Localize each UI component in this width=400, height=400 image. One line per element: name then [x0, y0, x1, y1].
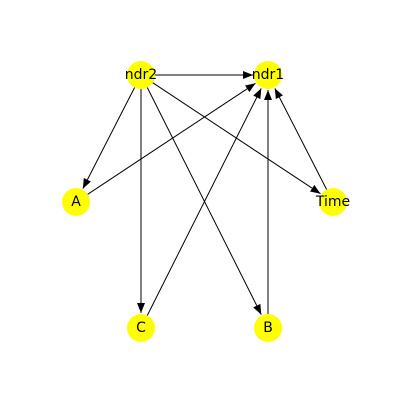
node-circle-b: [254, 314, 282, 342]
node-label-b: B: [263, 320, 273, 336]
node-circle-time: [319, 188, 347, 216]
edge-c-to-ndr1: [146, 88, 262, 316]
node-b: B: [254, 314, 282, 342]
node-ndr2: ndr2: [125, 61, 157, 89]
node-time: Time: [315, 188, 350, 216]
edges-layer: [82, 71, 328, 316]
node-circle-a: [62, 188, 90, 216]
node-circle-ndr1: [254, 61, 282, 89]
node-c: C: [127, 314, 155, 342]
edge-ndr2-to-a: [82, 87, 136, 189]
node-label-ndr1: ndr1: [252, 67, 284, 83]
node-label-a: A: [71, 194, 81, 210]
node-label-ndr2: ndr2: [125, 67, 157, 83]
edge-time-to-ndr1: [274, 88, 328, 190]
node-circle-c: [127, 314, 155, 342]
node-a: A: [62, 188, 90, 216]
edge-a-to-ndr1: [87, 82, 256, 195]
node-circle-ndr2: [127, 61, 155, 89]
node-ndr1: ndr1: [252, 61, 284, 89]
node-label-c: C: [136, 320, 146, 336]
node-label-time: Time: [315, 194, 350, 210]
